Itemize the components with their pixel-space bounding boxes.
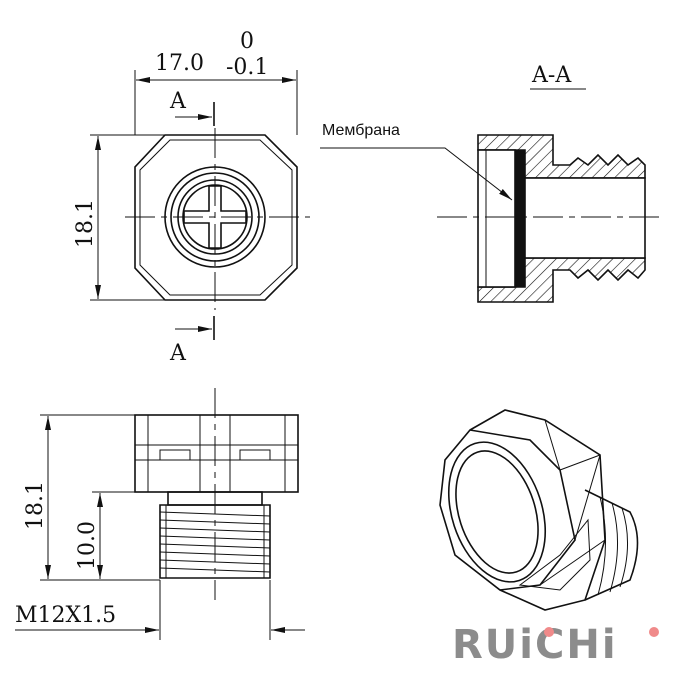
side-view: 18.1 10.0 M12X1.5	[15, 388, 305, 640]
slot	[239, 449, 271, 461]
height-dimension: 18.1	[73, 199, 98, 248]
width-dimension: 17.0	[155, 51, 204, 76]
section-mark-top: A	[169, 89, 187, 114]
cross-vent	[183, 185, 247, 249]
recess	[477, 149, 516, 288]
logo-dot	[649, 627, 659, 637]
logo-dot	[544, 627, 554, 637]
thread-spec: M12X1.5	[15, 603, 116, 628]
logo-text: RUiCHi	[452, 622, 618, 668]
tolerance-upper: 0	[240, 29, 254, 54]
bore	[524, 177, 646, 259]
section-title: A-A	[531, 63, 572, 88]
thread-ridges	[597, 496, 628, 596]
slot	[159, 449, 191, 461]
hex-body	[134, 414, 299, 493]
body-outline	[439, 409, 606, 611]
tolerance-lower: -0.1	[226, 55, 268, 80]
ruichi-logo: RUiCHi	[452, 622, 659, 668]
thread	[159, 504, 271, 579]
section-mark-bottom: A	[169, 341, 187, 366]
section-view: A-A Мембрана	[320, 63, 665, 303]
front-view: 17.0 0 -0.1 18.1 A A	[73, 29, 310, 366]
membrane-label: Мембрана	[322, 122, 400, 139]
front-face-inner	[455, 450, 539, 574]
isometric-view	[439, 409, 639, 611]
membrane	[515, 150, 525, 287]
front-face-ring	[447, 441, 547, 583]
thread-length-dimension: 10.0	[75, 521, 100, 570]
octagon-outline	[134, 134, 298, 301]
total-height-dimension: 18.1	[23, 481, 48, 530]
thread-outline	[584, 489, 639, 601]
hex-edges	[539, 419, 606, 586]
membrane-leader	[320, 147, 513, 201]
front-face-edge	[469, 429, 576, 591]
octagon-chamfer	[139, 139, 293, 296]
slot	[518, 518, 591, 591]
